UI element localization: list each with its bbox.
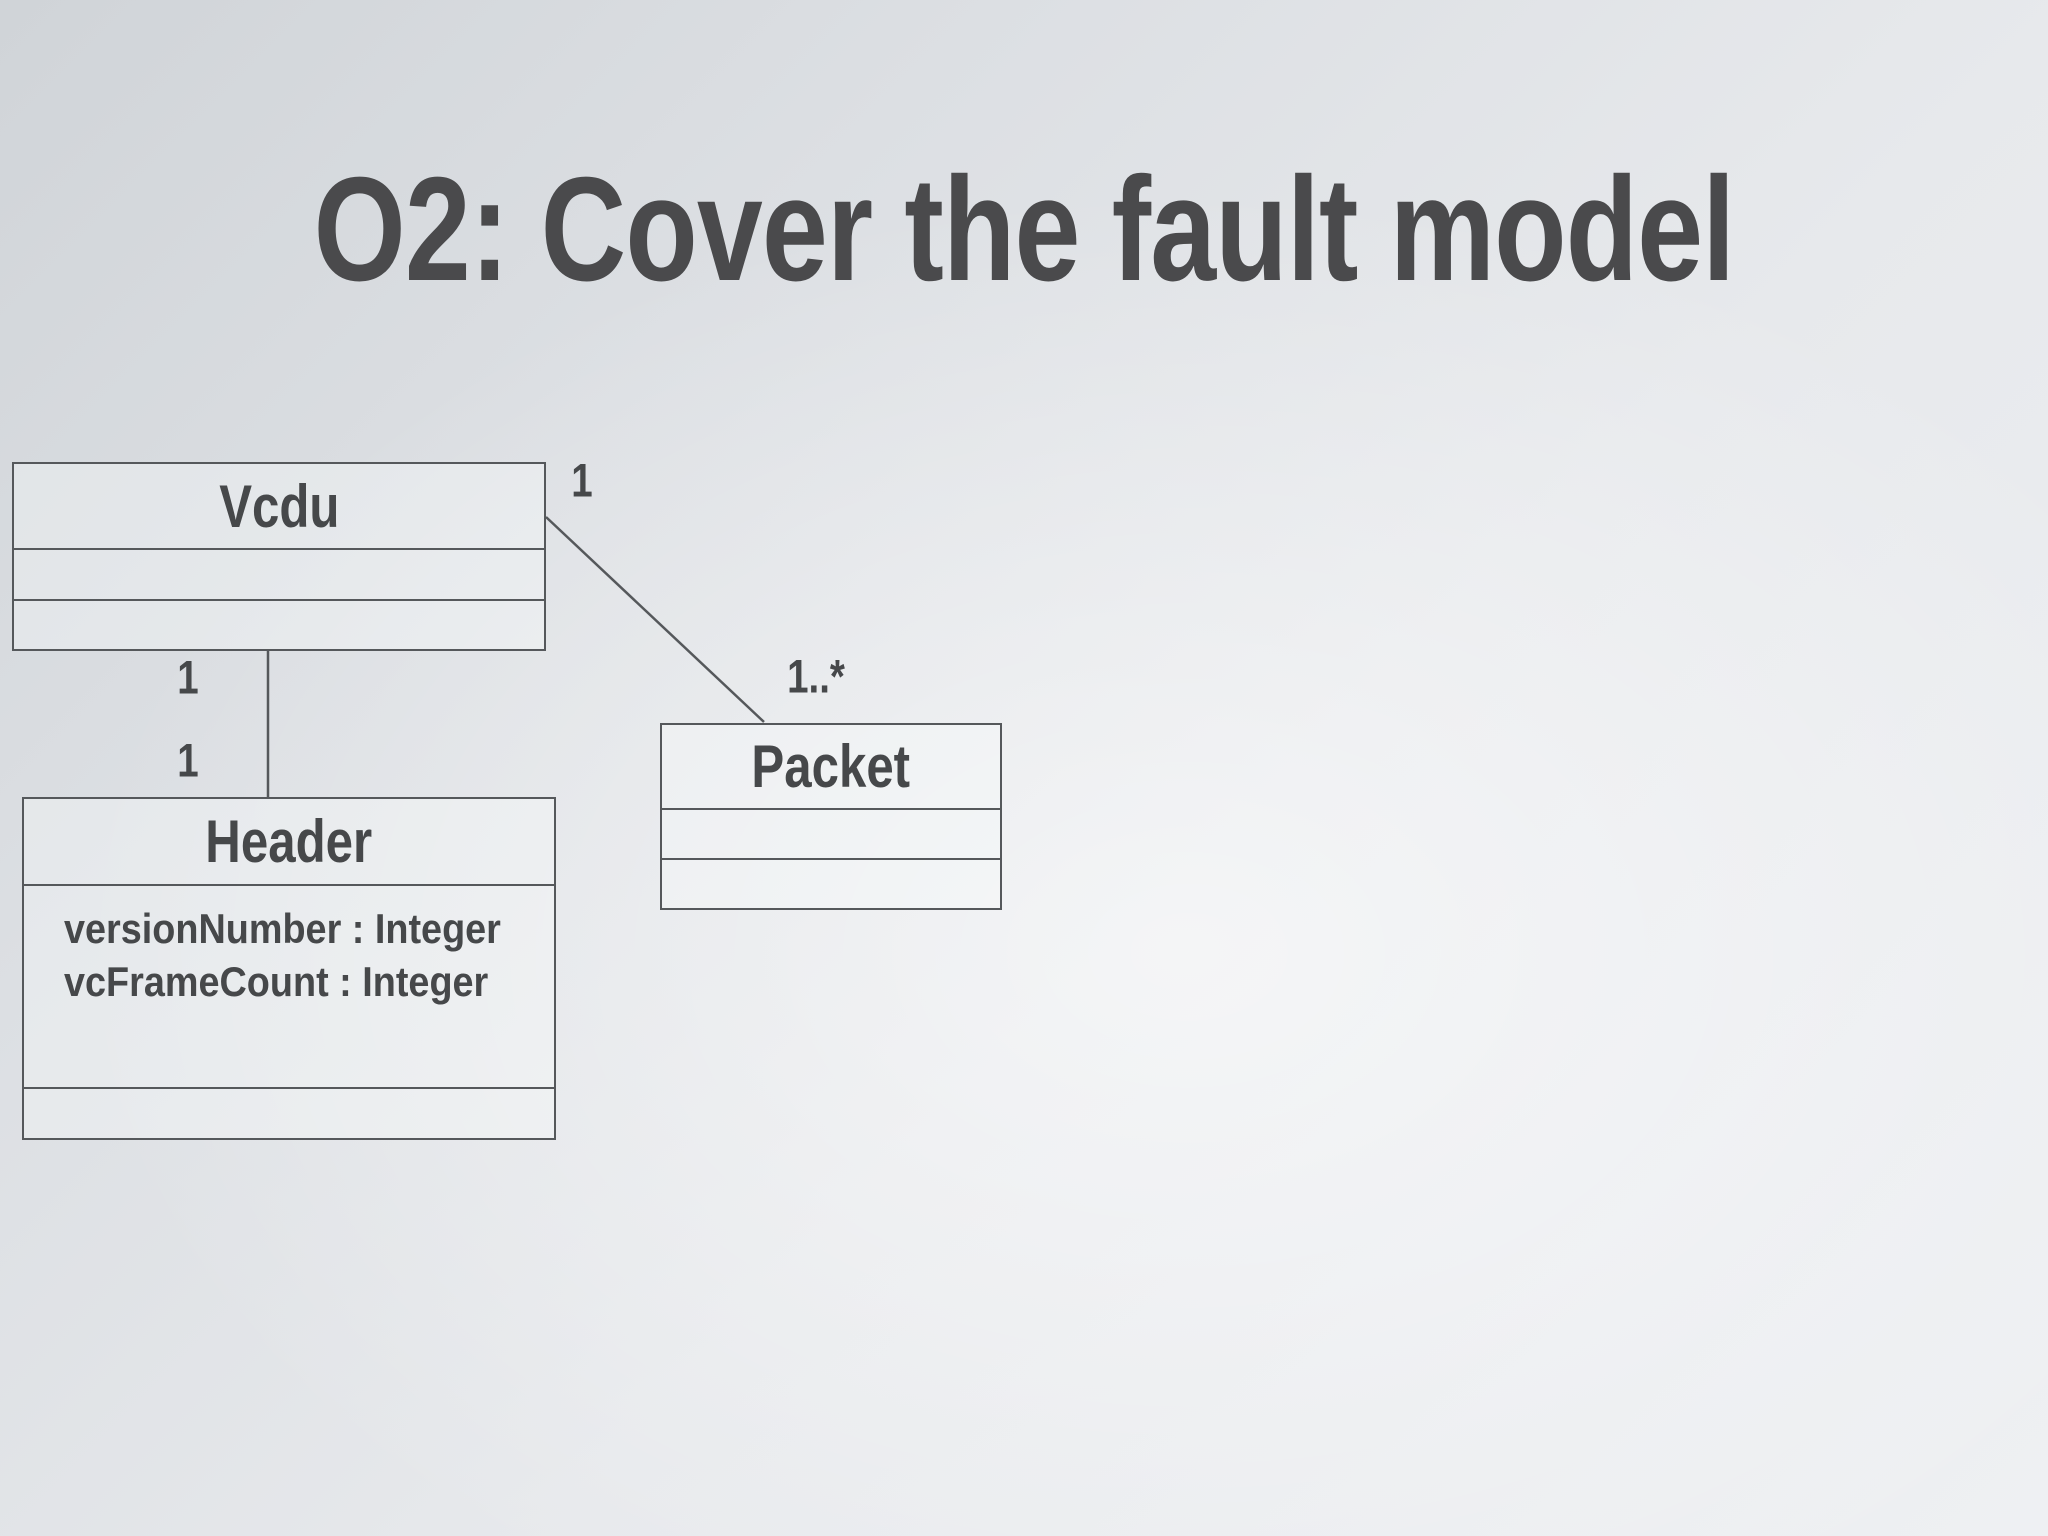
uml-class-header-operations-compartment	[24, 1087, 554, 1137]
uml-attribute-label: vcFrameCount : Integer	[64, 958, 489, 1005]
uml-class-header: Header versionNumber : Integer vcFrameCo…	[22, 797, 556, 1140]
uml-class-packet-attributes-compartment	[662, 808, 1000, 858]
uml-class-vcdu-operations-compartment	[14, 599, 544, 648]
uml-class-packet-operations-compartment	[662, 858, 1000, 907]
uml-attribute: vcFrameCount : Integer	[64, 955, 554, 1008]
uml-attribute-label: versionNumber : Integer	[64, 905, 501, 952]
association-vcdu-packet-line	[545, 516, 765, 723]
multiplicity-vcdu-packet-vcdu-end: 1	[571, 453, 593, 507]
uml-class-vcdu-name-compartment: Vcdu	[14, 464, 544, 548]
uml-class-packet-name-label: Packet	[751, 733, 911, 800]
uml-class-vcdu-attributes-compartment	[14, 548, 544, 599]
uml-class-header-name-label: Header	[205, 808, 373, 875]
uml-class-packet: Packet	[660, 723, 1002, 910]
uml-class-packet-name-compartment: Packet	[662, 725, 1000, 808]
slide-title: O2: Cover the fault model	[313, 147, 1736, 312]
uml-class-header-attributes-compartment: versionNumber : Integer vcFrameCount : I…	[24, 884, 554, 1087]
uml-class-vcdu-name-label: Vcdu	[218, 472, 340, 540]
multiplicity-vcdu-packet-packet-end: 1..*	[787, 649, 845, 703]
multiplicity-vcdu-header-vcdu-end: 1	[177, 650, 199, 704]
uml-class-header-name-compartment: Header	[24, 799, 554, 884]
uml-attribute: versionNumber : Integer	[64, 902, 554, 955]
uml-class-vcdu: Vcdu	[12, 462, 546, 651]
multiplicity-vcdu-header-header-end: 1	[177, 733, 199, 787]
